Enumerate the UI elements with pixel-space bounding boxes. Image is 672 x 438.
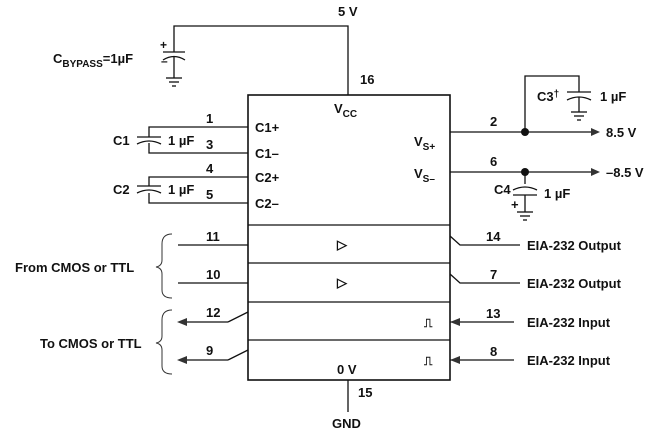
receiver-2-input-arrow-icon [450, 356, 460, 364]
driver-1-signal-label: EIA-232 Output [527, 238, 622, 253]
receiver-channel-1: 12 ⎍ 13 EIA-232 Input [177, 305, 611, 330]
zero-volt-label: 0 V [337, 362, 357, 377]
driver-1-buffer-icon: ▷ [336, 237, 348, 252]
c4-plate-top [512, 186, 538, 191]
pin-10-label: 10 [206, 267, 220, 282]
pin-16-label: 16 [360, 72, 374, 87]
to-cmos-label: To CMOS or TTL [40, 336, 142, 351]
c3-name: C3† [537, 89, 559, 104]
driver-channel-2: 10 ▷ 7 EIA-232 Output [178, 267, 622, 291]
c1-lead-top [148, 126, 176, 137]
gnd-label: GND [332, 416, 361, 431]
c1-network: 1 3 C1+ C1– C1 1 µF [113, 111, 280, 161]
vcc-supply-label: 5 V [338, 4, 358, 19]
pin-9-label: 9 [206, 343, 213, 358]
c1-lead-bottom [148, 143, 176, 154]
c1-value: 1 µF [168, 133, 194, 148]
from-cmos-group: From CMOS or TTL [15, 233, 173, 299]
pin-14-label: 14 [486, 229, 501, 244]
vs-plus-arrow-icon [591, 128, 600, 136]
vs-minus-arrow-icon [591, 168, 600, 176]
bypass-cap-label: CBYPASS=1µF [53, 51, 133, 70]
receiver-2-signal-label: EIA-232 Input [527, 353, 611, 368]
vs-minus-rail: VS– 6 –8.5 V C4 + 1 µF [414, 154, 644, 221]
bypass-cap-minus: – [161, 54, 168, 68]
receiver-1-arrow-icon [177, 318, 187, 326]
vcc-wire [173, 25, 349, 95]
c2-network: 4 5 C2+ C2– C2 1 µF [113, 161, 280, 211]
receiver-1-input-arrow-icon [450, 318, 460, 326]
c3-lead-top [524, 75, 580, 132]
negative-rail-label: –8.5 V [606, 165, 644, 180]
vcc-pin-label: VCC [334, 101, 357, 120]
c4-plus: + [511, 197, 519, 212]
receiver-1-schmitt-icon: ⎍ [423, 316, 433, 330]
receiver-2-arrow-icon [177, 356, 187, 364]
pin-5-label: 5 [206, 187, 213, 202]
c2-lead-bottom [148, 193, 176, 204]
receiver-1-output-bend [227, 311, 249, 323]
c2-name: C2 [113, 182, 130, 197]
vs-plus-label: VS+ [414, 134, 435, 153]
c4-ground-icon [517, 211, 533, 221]
driver-2-buffer-icon: ▷ [336, 275, 348, 290]
receiver-1-signal-label: EIA-232 Input [527, 315, 611, 330]
receiver-channel-2: 9 ⎍ 8 EIA-232 Input [177, 343, 611, 368]
vcc-supply: 5 V [173, 4, 358, 95]
pin-11-label: 11 [206, 229, 220, 244]
c2-plate-bottom [136, 189, 162, 194]
pin-12-label: 12 [206, 305, 220, 320]
c1-name: C1 [113, 133, 130, 148]
bypass-capacitor: + – CBYPASS=1µF [53, 38, 186, 87]
bypass-ground-icon [166, 77, 182, 87]
bypass-cap-plate-bottom [162, 55, 186, 61]
c2-lead-top [148, 176, 176, 186]
to-cmos-group: To CMOS or TTL [40, 309, 173, 375]
c4-name: C4 [494, 182, 511, 197]
chip-outline [247, 94, 451, 381]
c4-value: 1 µF [544, 186, 570, 201]
receiver-2-schmitt-icon: ⎍ [423, 354, 433, 368]
chip-body: 16 VCC 0 V 15 GND [247, 72, 451, 431]
from-cmos-brace [155, 233, 173, 299]
driver-channel-1: 11 ▷ 14 EIA-232 Output [178, 229, 622, 253]
pin-8-label: 8 [490, 344, 497, 359]
vs-minus-label: VS– [414, 166, 435, 185]
pin-4-label: 4 [206, 161, 214, 176]
driver-1-output-wire [449, 235, 520, 246]
c1-plate-bottom [136, 140, 162, 145]
pin-1-label: 1 [206, 111, 213, 126]
receiver-2-output-bend [227, 349, 249, 361]
c3-value: 1 µF [600, 89, 626, 104]
from-cmos-label: From CMOS or TTL [15, 260, 134, 275]
vs-plus-rail: VS+ 2 8.5 V C3† 1 µF [414, 75, 637, 153]
driver-2-output-wire [449, 273, 520, 284]
pin-13-label: 13 [486, 306, 500, 321]
pin-3-label: 3 [206, 137, 213, 152]
driver-2-signal-label: EIA-232 Output [527, 276, 622, 291]
c3-ground-icon [571, 111, 587, 121]
bypass-cap-plus: + [160, 38, 167, 52]
pin-2-label: 2 [490, 114, 497, 129]
c2-plus-label: C2+ [255, 170, 280, 185]
pin-7-label: 7 [490, 267, 497, 282]
to-cmos-brace [155, 309, 173, 375]
c2-value: 1 µF [168, 182, 194, 197]
positive-rail-label: 8.5 V [606, 125, 637, 140]
pin-6-label: 6 [490, 154, 497, 169]
pin-15-label: 15 [358, 385, 372, 400]
c1-minus-label: C1– [255, 146, 279, 161]
c1-plus-label: C1+ [255, 120, 280, 135]
c2-minus-label: C2– [255, 196, 279, 211]
